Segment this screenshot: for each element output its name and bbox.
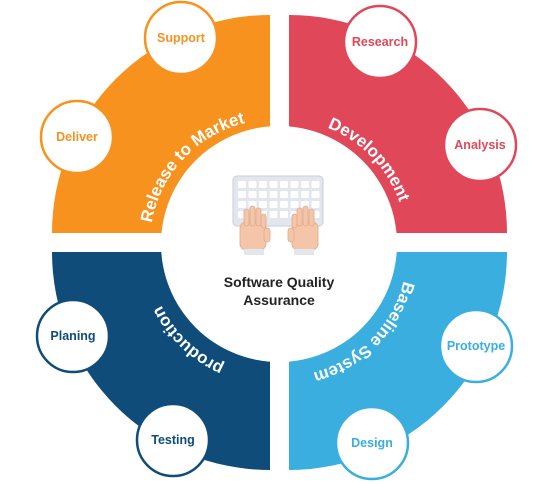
center-title-line-1: Software Quality xyxy=(224,274,335,290)
keyboard-key xyxy=(259,181,267,188)
svg-text:Deliver: Deliver xyxy=(56,130,98,144)
keyboard-key xyxy=(280,181,288,188)
node-research: Research xyxy=(342,4,418,80)
keyboard-typing-icon xyxy=(232,175,324,255)
node-deliver: Deliver xyxy=(39,99,115,175)
node-design: Design xyxy=(334,405,410,481)
center-title-line-2: Assurance xyxy=(243,292,315,308)
svg-text:Prototype: Prototype xyxy=(447,339,505,353)
keyboard-key xyxy=(290,181,299,188)
svg-text:Research: Research xyxy=(352,35,408,49)
svg-text:Testing: Testing xyxy=(151,433,195,447)
keyboard-key xyxy=(311,191,320,198)
keyboard-key xyxy=(290,191,299,198)
keyboard-key xyxy=(280,191,288,198)
node-prototype: Prototype xyxy=(438,308,514,384)
keyboard-key xyxy=(311,201,320,208)
keyboard-key xyxy=(301,191,309,198)
node-analysis: Analysis xyxy=(442,107,518,183)
keyboard-key xyxy=(280,211,288,218)
keyboard-key xyxy=(311,181,320,188)
keyboard-key xyxy=(238,201,246,208)
keyboard-key xyxy=(238,191,246,198)
keyboard-key xyxy=(280,201,288,208)
node-testing: Testing xyxy=(135,402,211,478)
keyboard-key xyxy=(290,201,299,208)
keyboard-key xyxy=(269,181,278,188)
svg-text:Analysis: Analysis xyxy=(454,138,505,152)
center-circle xyxy=(161,126,397,362)
keyboard-key xyxy=(269,211,278,218)
node-planing: Planing xyxy=(35,298,111,374)
svg-text:Planing: Planing xyxy=(50,329,95,343)
keyboard-key xyxy=(248,191,257,198)
keyboard-key xyxy=(259,191,267,198)
keyboard-key xyxy=(259,201,267,208)
svg-text:Support: Support xyxy=(157,31,206,45)
keyboard-key xyxy=(248,181,257,188)
keyboard-key xyxy=(269,191,278,198)
keyboard-key xyxy=(269,201,278,208)
keyboard-key xyxy=(238,181,246,188)
keyboard-key xyxy=(301,181,309,188)
svg-text:Design: Design xyxy=(351,436,393,450)
node-support: Support xyxy=(143,0,219,76)
